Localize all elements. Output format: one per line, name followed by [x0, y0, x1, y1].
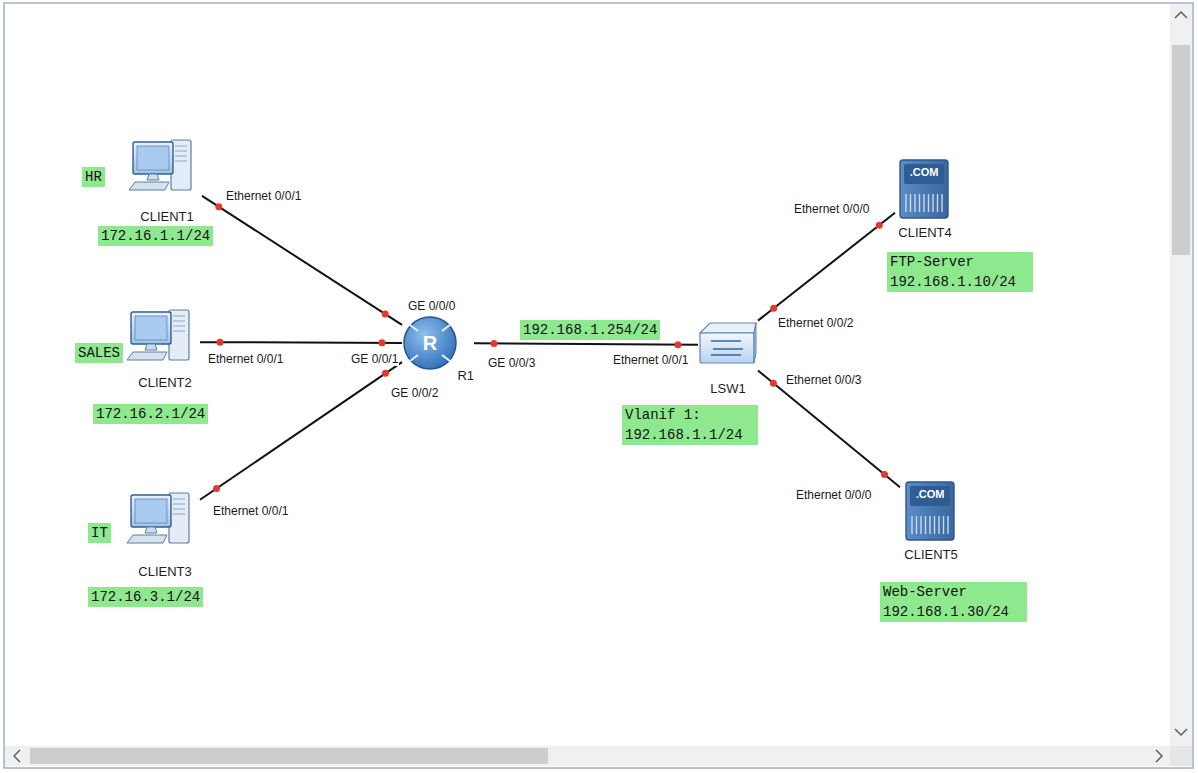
port-dot: [770, 305, 777, 312]
network-link: [200, 362, 402, 500]
device-name: CLIENT1: [132, 209, 202, 224]
scroll-arrow: [1175, 729, 1187, 735]
port-dot: [876, 222, 883, 229]
pc-icon: [127, 310, 189, 360]
router-icon: [404, 317, 456, 369]
pc-icon: [127, 493, 189, 543]
horizontal-scrollbar: [5, 746, 1170, 766]
address-tag: FTP-Server: [887, 252, 1033, 272]
device-name: CLIENT2: [130, 375, 200, 390]
address-tag: SALES: [75, 343, 123, 363]
network-link: [474, 343, 698, 345]
address-tag: 172.16.3.1/24: [88, 587, 203, 607]
port-label: Ethernet 0/0/0: [793, 202, 870, 216]
address-tag: 192.168.1.30/24: [880, 602, 1027, 622]
network-link: [758, 371, 900, 488]
network-link: [200, 341, 402, 344]
address-tag: 192.168.1.10/24: [887, 272, 1033, 292]
network-link: [758, 213, 895, 321]
port-dot: [382, 311, 389, 318]
network-link: [202, 196, 402, 325]
port-label: Ethernet 0/0/0: [795, 488, 872, 502]
scroll-arrow: [1175, 12, 1187, 18]
switch-icon: [700, 323, 756, 363]
icon-text: .COM: [916, 488, 945, 500]
icon-text: R: [423, 332, 437, 355]
server-icon: [906, 482, 954, 540]
port-label: Ethernet 0/0/3: [785, 373, 862, 387]
address-tag: 172.16.2.1/24: [93, 404, 208, 424]
window-frame: [4, 3, 1193, 768]
scroll-corner: [1170, 746, 1192, 766]
device-node: LSW1: [698, 318, 758, 396]
scroll-thumb: [1172, 45, 1190, 255]
port-dot: [490, 340, 497, 347]
address-tag: IT: [88, 523, 111, 543]
address-tag: Web-Server: [880, 582, 1027, 602]
port-dot: [215, 203, 222, 210]
scroll-thumb: [30, 748, 548, 764]
device-node: CLIENT2: [130, 310, 200, 390]
port-dot: [379, 339, 386, 346]
server-icon: [900, 160, 948, 218]
port-label: Ethernet 0/0/1: [212, 504, 289, 518]
device-name: CLIENT4: [895, 225, 955, 240]
port-label: Ethernet 0/0/2: [777, 316, 854, 330]
address-tag: Vlanif 1:: [622, 405, 758, 425]
port-dot: [382, 370, 389, 377]
port-label: Ethernet 0/0/1: [207, 352, 284, 366]
vertical-scrollbar: [1170, 4, 1192, 746]
device-node: CLIENT3: [130, 493, 200, 579]
scroll-arrow: [1156, 750, 1162, 762]
port-label: GE 0/0/1: [350, 352, 399, 366]
port-label: Ethernet 0/0/1: [225, 189, 302, 203]
port-label: GE 0/0/2: [390, 386, 439, 400]
port-label: GE 0/0/0: [407, 299, 456, 313]
port-dot: [770, 380, 777, 387]
device-name: CLIENT3: [130, 564, 200, 579]
address-tag: HR: [82, 167, 105, 187]
port-label: GE 0/0/3: [487, 356, 536, 370]
port-dot: [675, 341, 682, 348]
port-dot: [213, 485, 220, 492]
device-name: R1: [402, 368, 474, 383]
pc-icon: [129, 140, 191, 190]
port-dot: [881, 471, 888, 478]
scroll-arrow: [14, 750, 20, 762]
link-address-tag: 192.168.1.254/24: [520, 320, 660, 340]
address-tag: 172.16.1.1/24: [98, 226, 213, 246]
port-label: Ethernet 0/0/1: [612, 353, 689, 367]
device-node: CLIENT1: [132, 138, 202, 224]
address-tag: 192.168.1.1/24: [622, 425, 758, 445]
port-dot: [216, 339, 223, 346]
device-name: CLIENT5: [900, 547, 962, 562]
device-name: LSW1: [698, 381, 758, 396]
device-node: R1: [402, 315, 474, 383]
icon-text: .COM: [910, 166, 939, 178]
